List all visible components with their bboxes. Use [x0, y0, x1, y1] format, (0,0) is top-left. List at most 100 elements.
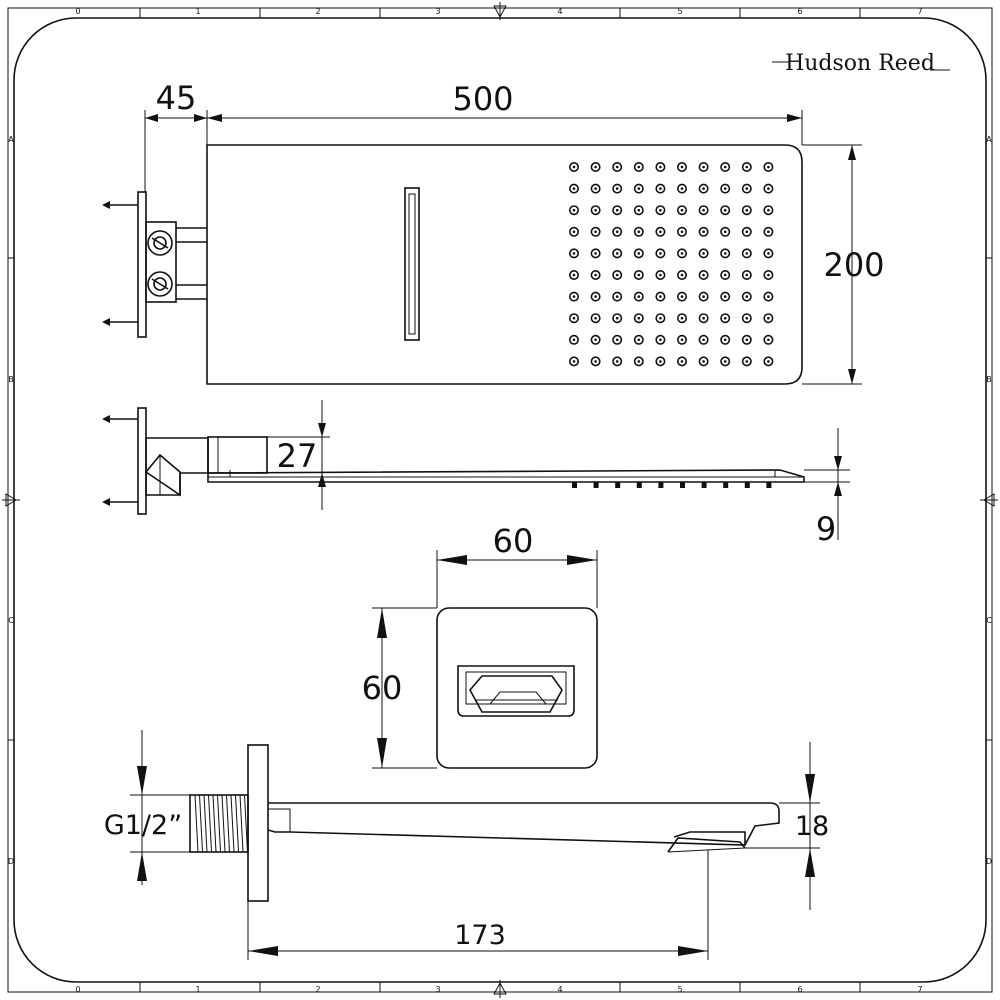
thread-line — [244, 794, 248, 853]
nozzle-core — [572, 230, 576, 234]
dimension-spout-height: 18 — [745, 742, 829, 910]
nozzle-core — [723, 165, 727, 169]
grid-col-label: 4 — [557, 985, 562, 994]
nozzle-core — [745, 187, 749, 190]
nozzle-core — [723, 208, 727, 212]
nozzle — [633, 248, 644, 259]
nozzle-core — [723, 187, 727, 190]
nozzle-core — [659, 187, 662, 190]
dimension-plate-height: 60 — [362, 607, 437, 769]
nozzle-core — [615, 295, 619, 298]
nozzle — [568, 205, 579, 216]
grid-row-label: D — [986, 857, 992, 866]
nozzle-core — [702, 273, 705, 277]
nozzle-core — [594, 252, 597, 255]
nozzle-core — [767, 316, 770, 320]
thread-lines — [194, 794, 248, 853]
nozzle — [655, 334, 666, 345]
nozzle — [698, 291, 709, 302]
side-nozzle — [572, 482, 577, 488]
nozzle-core — [680, 187, 684, 190]
nozzle — [633, 205, 644, 216]
nozzle-core — [659, 208, 662, 212]
dimension-label-200: 200 — [823, 246, 884, 284]
grid-col-label: 3 — [435, 7, 440, 16]
grid-col-label: 6 — [797, 7, 802, 16]
nozzle-core — [659, 252, 662, 255]
nozzle — [741, 226, 752, 237]
nozzle-core — [637, 230, 641, 234]
nozzle-core — [702, 316, 705, 320]
dimension-label-60-width: 60 — [493, 522, 534, 560]
outer-frame — [7, 7, 993, 993]
nozzle-core — [615, 252, 619, 255]
nozzle — [612, 356, 623, 367]
grid-col-label: 5 — [677, 7, 682, 16]
nozzle — [741, 205, 752, 216]
spout-side-view — [189, 744, 780, 902]
nozzle — [720, 313, 731, 324]
nozzle — [676, 183, 687, 194]
nozzle-core — [594, 208, 597, 212]
nozzle — [698, 248, 709, 259]
grid-row-label: C — [986, 616, 992, 625]
grid-col-label: 0 — [75, 7, 80, 16]
thread-line — [221, 794, 226, 853]
grid-col-label: 1 — [195, 985, 200, 994]
nozzle — [763, 248, 774, 259]
nozzle-core — [745, 252, 749, 255]
nozzle-core — [572, 208, 576, 212]
nozzle-core — [615, 165, 619, 169]
nozzle-core — [702, 230, 705, 234]
nozzle-core — [767, 165, 770, 169]
nozzle-core — [680, 252, 684, 255]
nozzle — [763, 291, 774, 302]
nozzle-core — [572, 316, 576, 320]
nozzle — [741, 248, 752, 259]
nozzle — [720, 226, 731, 237]
side-nozzle — [636, 482, 642, 488]
shower-head-side-view — [102, 407, 805, 515]
nozzle — [612, 334, 623, 345]
dimension-label-18: 18 — [795, 811, 829, 842]
nozzle — [655, 269, 666, 280]
nozzle — [720, 291, 731, 302]
nozzle — [720, 334, 731, 345]
grid-col-label: 5 — [677, 985, 682, 994]
grid-ticks — [8, 8, 992, 992]
nozzle-core — [615, 338, 619, 342]
grid-col-label: 4 — [557, 7, 562, 16]
nozzle — [590, 291, 601, 302]
dimension-label-9: 9 — [816, 510, 836, 548]
nozzle — [698, 205, 709, 216]
nozzle-core — [615, 273, 619, 277]
nozzle-core — [767, 208, 770, 212]
nozzle — [568, 248, 579, 259]
nozzle — [612, 162, 623, 173]
nozzle-core — [572, 165, 576, 169]
dimension-label-60-height: 60 — [362, 669, 403, 707]
nozzle-core — [767, 273, 770, 277]
nozzle — [676, 334, 687, 345]
nozzle-core — [637, 208, 641, 212]
nozzle-core — [767, 338, 770, 342]
nozzle-core — [637, 187, 641, 190]
nozzle-core — [702, 208, 705, 212]
nozzle-core — [702, 295, 705, 298]
nozzle-core — [680, 338, 684, 342]
nozzle-core — [680, 316, 684, 320]
nozzle-core — [572, 273, 576, 277]
nozzle — [568, 269, 579, 280]
nozzle — [655, 313, 666, 324]
thread-line — [235, 794, 239, 853]
nozzle — [763, 356, 774, 367]
nozzle — [676, 356, 687, 367]
nozzle — [590, 248, 601, 259]
thread-line — [212, 794, 217, 853]
nozzle-core — [745, 338, 749, 342]
nozzle — [568, 356, 579, 367]
nozzle — [590, 162, 601, 173]
nozzle-core — [680, 273, 684, 277]
nozzle-core — [572, 338, 576, 342]
